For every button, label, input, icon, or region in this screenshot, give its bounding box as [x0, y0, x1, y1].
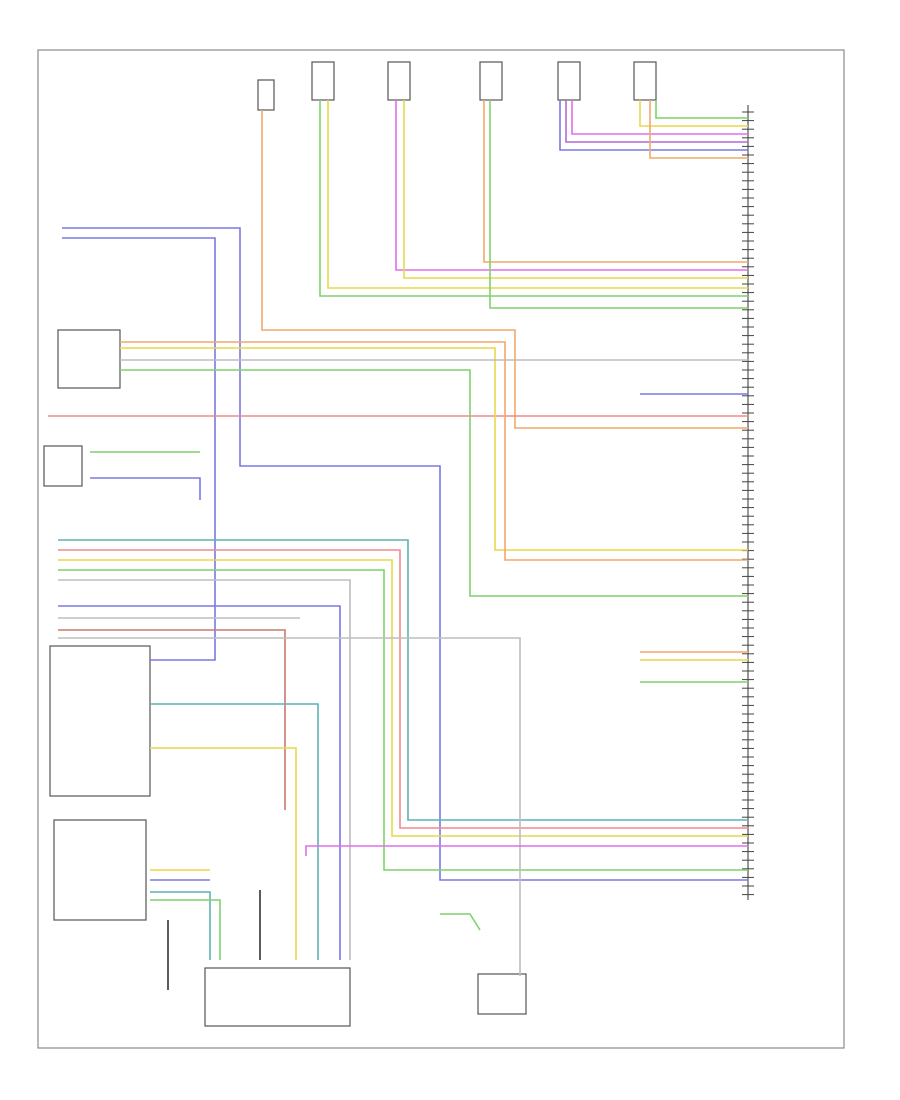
wire-blue	[559, 100, 748, 151]
wire-yellow	[120, 347, 748, 551]
wire-teal	[150, 891, 211, 960]
door-switch-left	[43, 445, 83, 487]
wire-magenta	[395, 100, 748, 271]
wire-blue	[62, 237, 216, 661]
wire-green	[319, 100, 748, 297]
wire-yellow	[639, 100, 748, 127]
wire-blue	[90, 477, 201, 500]
wire-green	[440, 913, 481, 931]
wire-teal	[150, 703, 319, 960]
top-switch-2	[387, 61, 411, 101]
sensor-module-left	[57, 329, 121, 389]
wire-magenta	[571, 100, 748, 135]
wire-orange	[261, 110, 748, 429]
wire-teal	[58, 539, 748, 821]
left-components	[43, 329, 527, 1027]
wire-group	[48, 100, 748, 990]
wire-gray	[58, 579, 351, 960]
wire-orange	[483, 100, 748, 263]
wire-orange	[649, 100, 748, 159]
wire-green	[489, 100, 748, 309]
top-switch-3	[479, 61, 503, 101]
diagram-frame	[37, 49, 845, 1049]
wire-pink	[58, 549, 748, 829]
control-module-connector	[742, 105, 754, 900]
wire-yellow	[58, 559, 748, 837]
wire-purple	[565, 100, 748, 143]
lock-switch-assembly	[49, 645, 151, 797]
wire-blue	[62, 227, 748, 881]
wire-orange	[120, 341, 748, 561]
wire-magenta	[305, 845, 748, 856]
wire-brown	[58, 629, 286, 810]
wire-green	[150, 899, 221, 960]
wire-green	[655, 100, 748, 119]
wire-yellow	[150, 747, 297, 960]
wire-green	[58, 569, 748, 871]
top-switch-1	[311, 61, 335, 101]
wire-blue	[58, 605, 341, 960]
wire-gray	[58, 637, 521, 976]
trunk-switch	[477, 973, 527, 1015]
top-switch-4	[557, 61, 581, 101]
top-switch-5	[633, 61, 657, 101]
wire-yellow	[327, 100, 748, 289]
wire-yellow	[403, 100, 748, 279]
fuse-block-component	[257, 79, 275, 111]
top-components	[257, 61, 657, 111]
wire-green	[120, 369, 748, 597]
door-latch-connector	[53, 819, 147, 921]
door-lock-actuator	[204, 967, 351, 1027]
